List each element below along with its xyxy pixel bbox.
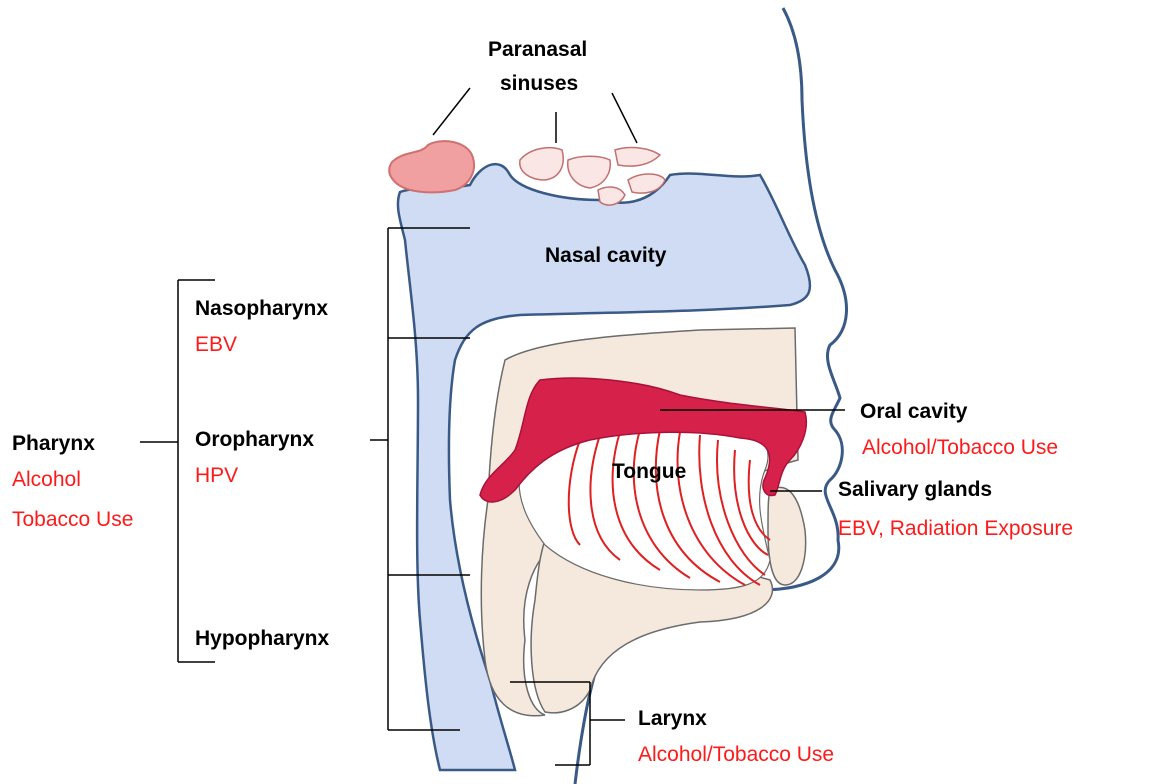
paranasal-label-line2: sinuses: [500, 72, 578, 96]
nasopharynx-label: Nasopharynx: [195, 297, 328, 321]
larynx-label: Larynx: [638, 707, 707, 731]
pharynx-risk-line2: Tobacco Use: [12, 508, 133, 532]
tongue-label: Tongue: [612, 460, 686, 484]
oropharynx-label: Oropharynx: [195, 428, 314, 452]
chin-region: [768, 487, 806, 585]
sinus-2: [568, 156, 611, 188]
oral-cavity-label: Oral cavity: [860, 400, 967, 424]
paranasal-label-line1: Paranasal: [488, 38, 587, 62]
hypopharynx-label: Hypopharynx: [195, 627, 329, 651]
pharynx-label: Pharynx: [12, 432, 95, 456]
salivary-glands-label: Salivary glands: [838, 478, 992, 502]
sinus-1: [520, 148, 563, 180]
oral-cavity-risk: Alcohol/Tobacco Use: [862, 436, 1058, 460]
frontal-sinus: [389, 141, 474, 192]
oropharynx-risk: HPV: [195, 464, 238, 488]
salivary-glands-risk: EBV, Radiation Exposure: [838, 517, 1073, 541]
nasal-cavity-label: Nasal cavity: [545, 244, 666, 268]
pharynx-risk-line1: Alcohol: [12, 468, 81, 492]
sinus-3: [615, 148, 660, 167]
nasopharynx-risk: EBV: [195, 333, 237, 357]
larynx-risk: Alcohol/Tobacco Use: [638, 743, 834, 767]
